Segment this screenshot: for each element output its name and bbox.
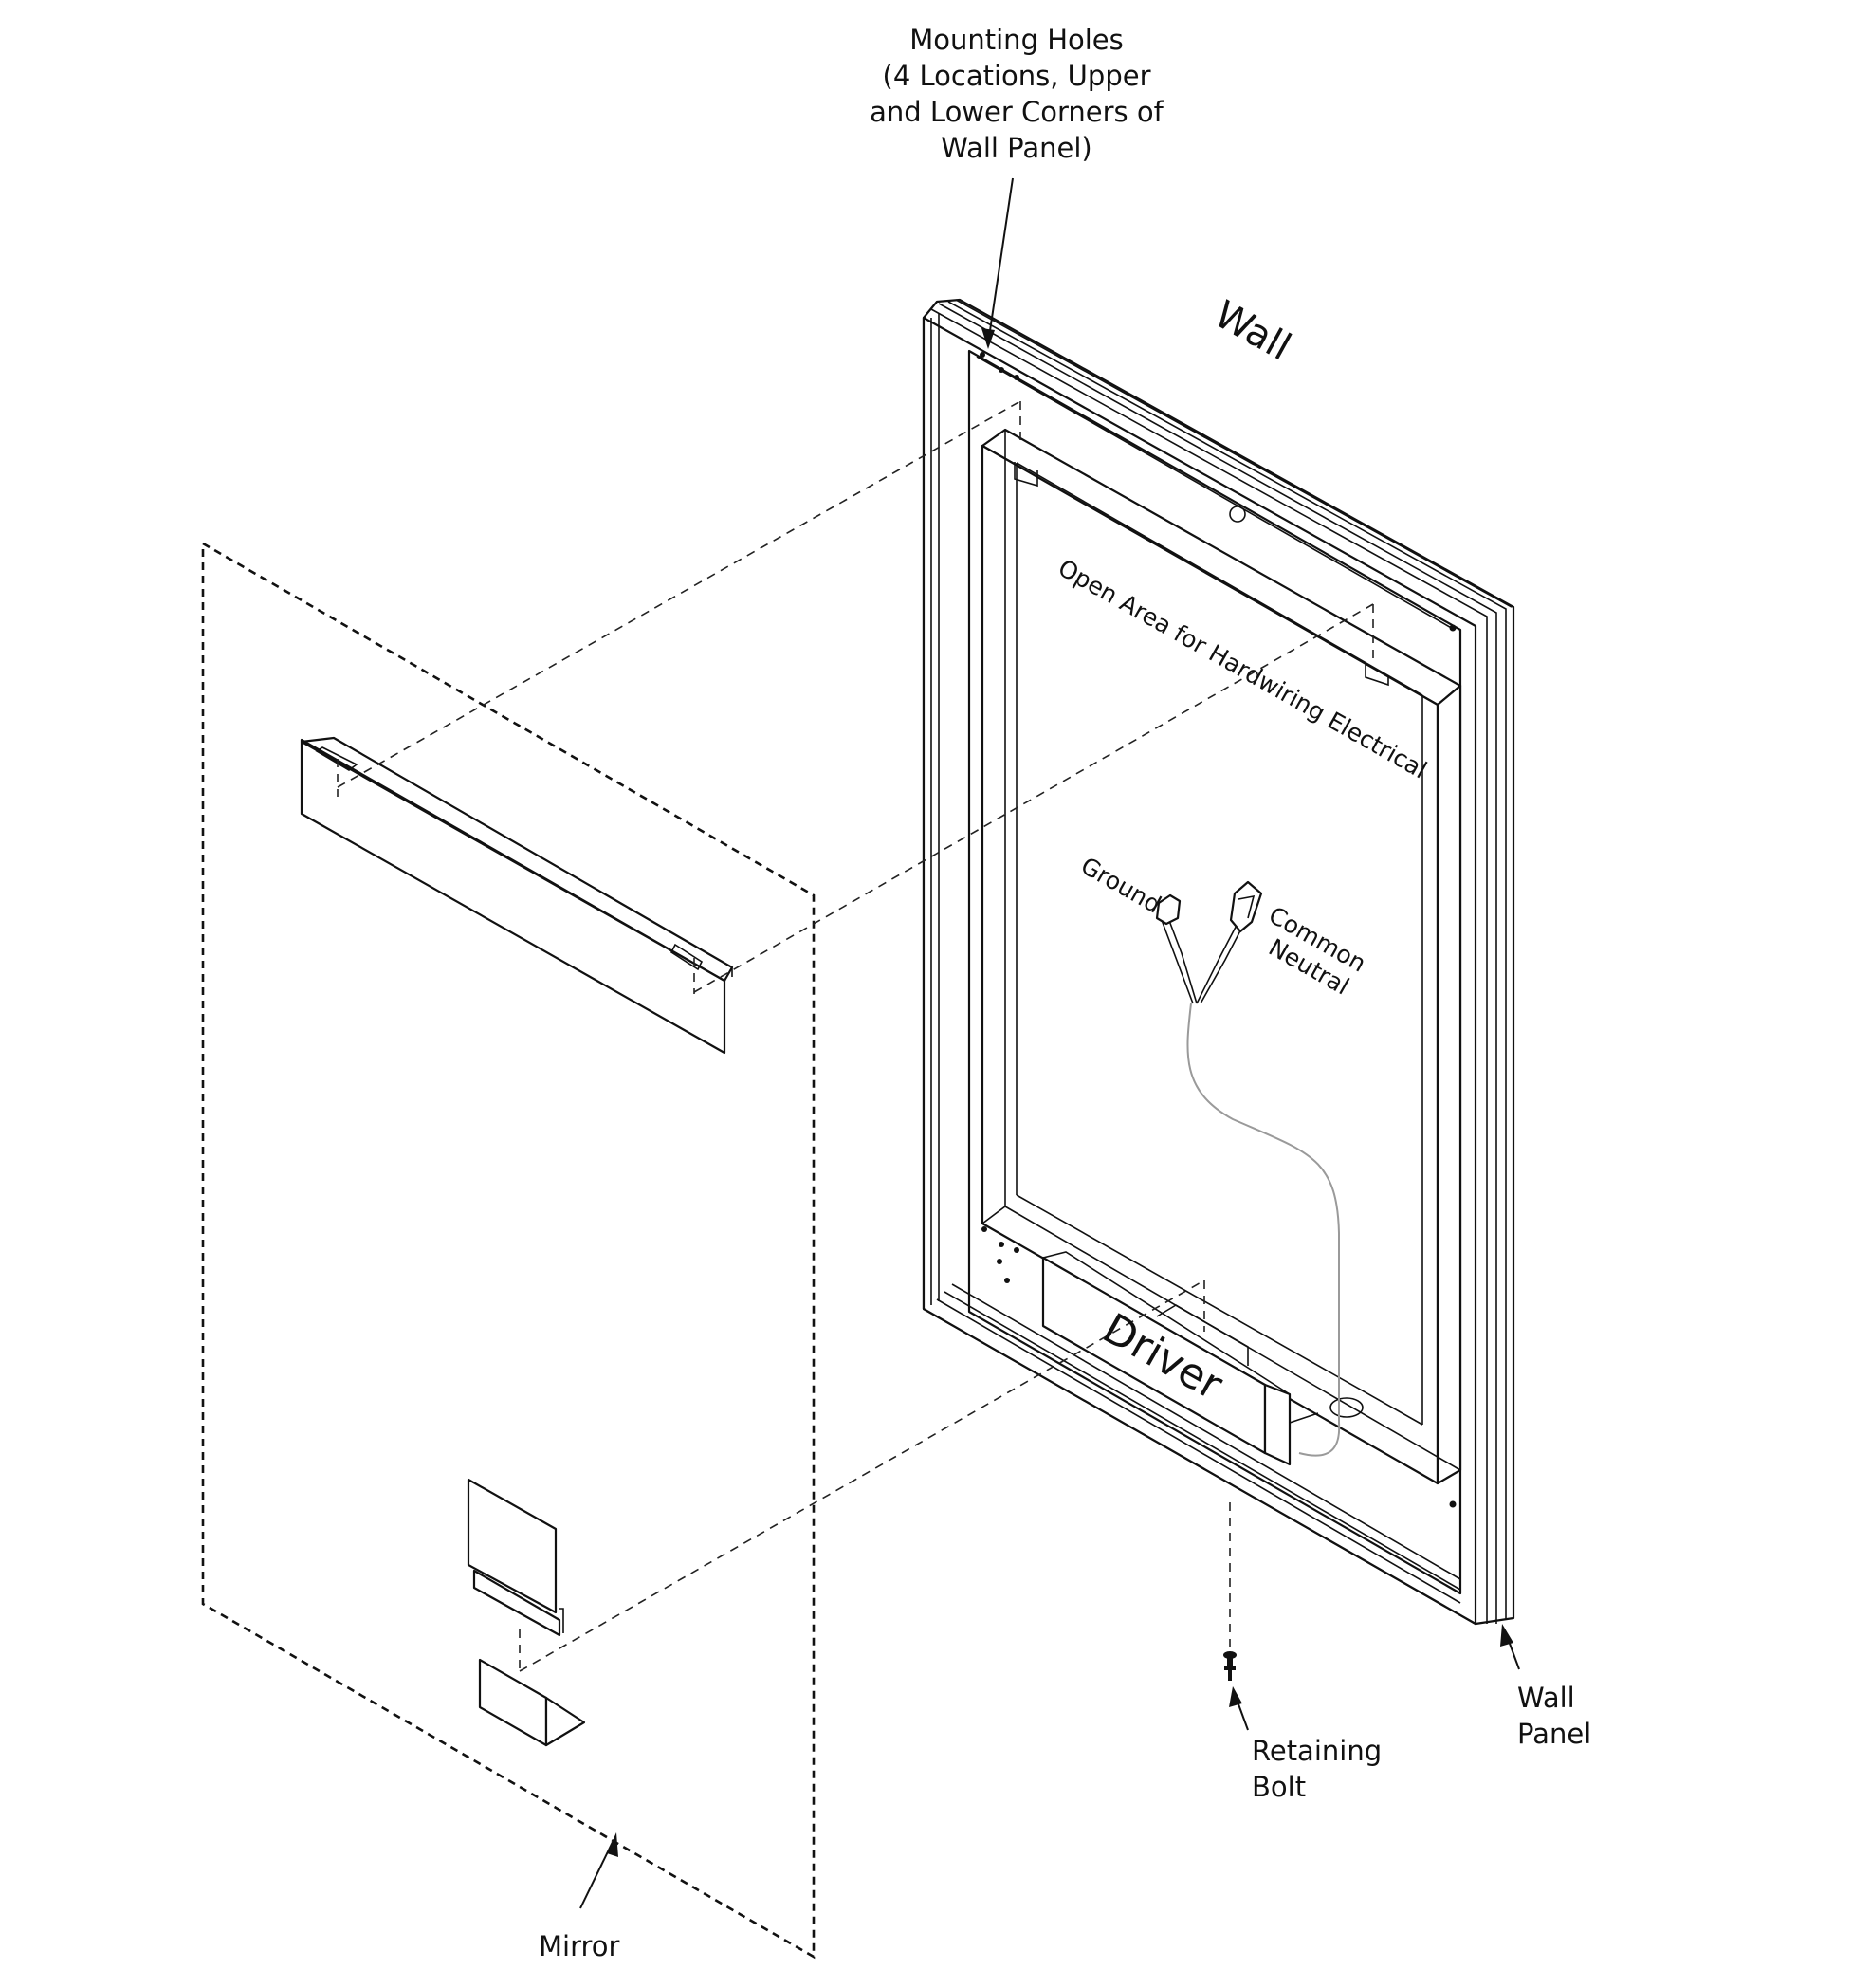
electrical-box (981, 428, 1462, 1485)
wall-panel-label-line2: Panel (1517, 1718, 1591, 1750)
mounting-holes-label-line3: and Lower Corners of (870, 96, 1164, 128)
wall-panel-label-line1: Wall (1517, 1682, 1575, 1714)
mirror-outline (201, 541, 816, 1960)
wall-label: Wall (1207, 293, 1298, 370)
upper-mirror-bracket (300, 736, 734, 1055)
mounting-holes-label: Mounting Holes (4 Locations, Upper and L… (870, 24, 1164, 164)
retaining-bolt-icon (1223, 1651, 1237, 1681)
projection-lines (337, 400, 1374, 1673)
mounting-holes-leader (987, 177, 1014, 344)
driver-box (1041, 1251, 1319, 1466)
wall-panel-arrowhead (1500, 1624, 1513, 1647)
mounting-holes-label-line2: (4 Locations, Upper (883, 60, 1151, 92)
mirror-label: Mirror (539, 1930, 620, 1962)
retaining-bolt-label-line2: Bolt (1252, 1771, 1306, 1803)
mirror-arrowhead (607, 1832, 618, 1857)
ground-connector-icon (1155, 893, 1182, 926)
neutral-connector-icon (1229, 880, 1263, 933)
retaining-bolt-arrowhead (1229, 1686, 1242, 1707)
lower-mirror-clip-lower (478, 1658, 586, 1747)
mounting-holes (980, 352, 1457, 1508)
retaining-bolt-label-line1: Retaining (1252, 1735, 1382, 1767)
mounting-holes-label-line1: Mounting Holes (909, 24, 1124, 56)
mounting-holes-arrowhead (981, 328, 995, 349)
mounting-holes-label-line4: Wall Panel) (941, 132, 1091, 164)
lower-mirror-clip-upper (467, 1478, 564, 1637)
